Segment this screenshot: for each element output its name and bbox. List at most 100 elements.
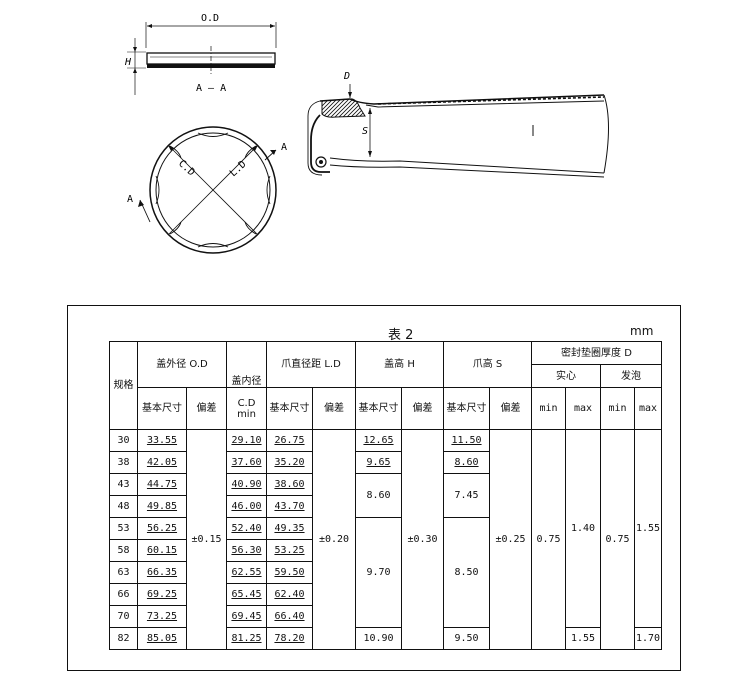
cell-spec: 43 <box>109 473 138 496</box>
header-spec: 规格 <box>109 341 138 430</box>
cell-od: 73.25 <box>137 605 187 628</box>
table-row: 66 69.25 65.45 62.40 <box>109 583 662 606</box>
cell-cd: 52.40 <box>226 517 267 540</box>
cell-cd: 29.10 <box>226 429 267 452</box>
cell-h: 12.65 <box>355 429 402 452</box>
cell-s: 11.50 <box>443 429 490 452</box>
cell-od: 33.55 <box>137 429 187 452</box>
cell-s: 9.50 <box>443 627 490 650</box>
cell-ld: 43.70 <box>266 495 313 518</box>
cell-ld: 78.20 <box>266 627 313 650</box>
cell-s: 8.50 <box>443 517 490 628</box>
cell-h: 9.65 <box>355 451 402 474</box>
cell-h-dev: ±0.30 <box>401 429 444 650</box>
cell-s: 7.45 <box>443 473 490 518</box>
cell-ld-dev: ±0.20 <box>312 429 356 650</box>
header-gasket-d: 密封垫圈厚度 D <box>531 341 662 365</box>
table-row: 30 33.55 ±0.15 29.10 26.75 ±0.20 12.65 ±… <box>109 429 662 650</box>
header-od-basic: 基本尺寸 <box>137 387 187 430</box>
cell-od: 69.25 <box>137 583 187 606</box>
side-view: O.D H A — A <box>124 13 277 95</box>
cell-ld: 49.35 <box>266 517 313 540</box>
header-foam: 发泡 <box>600 364 662 388</box>
cell-foam-max: 1.55 <box>634 429 662 628</box>
cell-spec: 70 <box>109 605 138 628</box>
header-foam-max: max <box>634 387 662 430</box>
header-od: 盖外径 O.D <box>137 341 227 388</box>
cell-cd: 56.30 <box>226 539 267 562</box>
cell-s: 8.60 <box>443 451 490 474</box>
table-unit: mm <box>630 324 654 338</box>
cell-ld: 26.75 <box>266 429 313 452</box>
cell-od: 66.35 <box>137 561 187 584</box>
header-cd-top: 盖内径 <box>226 341 267 388</box>
cell-od-dev: ±0.15 <box>186 429 227 650</box>
cell-cd: 46.00 <box>226 495 267 518</box>
section-arrow-a2: A <box>127 194 133 205</box>
cell-spec: 58 <box>109 539 138 562</box>
d-label: D <box>343 71 350 82</box>
header-ld-dev: 偏差 <box>312 387 356 430</box>
header-foam-min: min <box>600 387 635 430</box>
section-arrow-a1: A <box>281 142 287 153</box>
technical-drawing: O.D H A — A C.D L.D A A <box>124 13 609 254</box>
s-label: S <box>362 126 368 137</box>
cell-spec: 53 <box>109 517 138 540</box>
cell-spec: 48 <box>109 495 138 518</box>
header-cd-min: C.D min <box>226 387 267 430</box>
cell-ld: 35.20 <box>266 451 313 474</box>
cell-ld: 38.60 <box>266 473 313 496</box>
cell-od: 85.05 <box>137 627 187 650</box>
cell-od: 49.85 <box>137 495 187 518</box>
cell-spec: 38 <box>109 451 138 474</box>
header-h-basic: 基本尺寸 <box>355 387 402 430</box>
cell-cd: 37.60 <box>226 451 267 474</box>
cell-solid-min: 0.75 <box>531 429 566 650</box>
cell-h: 9.70 <box>355 517 402 628</box>
cell-h: 8.60 <box>355 473 402 518</box>
cell-solid-max-last: 1.55 <box>565 627 601 650</box>
header-ld: 爪直径距 L.D <box>266 341 356 388</box>
table-row: 70 73.25 69.45 66.40 <box>109 605 662 628</box>
cell-cd: 62.55 <box>226 561 267 584</box>
cell-ld: 59.50 <box>266 561 313 584</box>
cell-od: 42.05 <box>137 451 187 474</box>
header-s-basic: 基本尺寸 <box>443 387 490 430</box>
header-solid-max: max <box>565 387 601 430</box>
spec-table: 规格 盖外径 O.D 盖内径 爪直径距 L.D 盖高 H 爪高 S 密封垫圈厚度… <box>109 341 662 650</box>
header-solid: 实心 <box>531 364 601 388</box>
cell-foam-max-last: 1.70 <box>634 627 662 650</box>
table-frame <box>67 305 681 671</box>
cell-ld: 66.40 <box>266 605 313 628</box>
header-h: 盖高 H <box>355 341 444 388</box>
cd-label: C.D <box>176 158 197 178</box>
cell-h: 10.90 <box>355 627 402 650</box>
section-detail: D S <box>307 71 609 178</box>
plan-view: C.D L.D A A <box>127 126 287 254</box>
ld-label: L.D <box>228 159 249 179</box>
header-h-dev: 偏差 <box>401 387 444 430</box>
cell-cd: 40.90 <box>226 473 267 496</box>
header-od-dev: 偏差 <box>186 387 227 430</box>
cell-spec: 30 <box>109 429 138 452</box>
cell-spec: 82 <box>109 627 138 650</box>
cell-spec: 63 <box>109 561 138 584</box>
table-title: 表 2 <box>388 328 414 343</box>
table-row: 43 44.75 40.90 38.60 8.60 7.45 <box>109 473 662 518</box>
header-s: 爪高 S <box>443 341 532 388</box>
section-label: A — A <box>196 83 226 94</box>
header-solid-min: min <box>531 387 566 430</box>
h-label: H <box>124 57 132 68</box>
cell-s-dev: ±0.25 <box>489 429 532 650</box>
table-row: 82 85.05 81.25 78.20 10.90 9.50 1.55 1.7… <box>109 627 662 650</box>
cell-ld: 53.25 <box>266 539 313 562</box>
cell-solid-max: 1.40 <box>565 429 601 628</box>
cell-spec: 66 <box>109 583 138 606</box>
cell-od: 60.15 <box>137 539 187 562</box>
header-s-dev: 偏差 <box>489 387 532 430</box>
cell-ld: 62.40 <box>266 583 313 606</box>
cell-foam-min: 0.75 <box>600 429 635 650</box>
od-label: O.D <box>201 13 219 24</box>
cell-od: 56.25 <box>137 517 187 540</box>
cell-od: 44.75 <box>137 473 187 496</box>
